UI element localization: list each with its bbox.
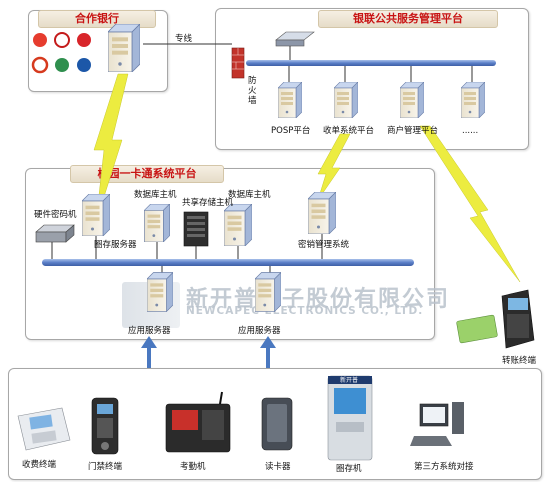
terminal-label-kiosk: 圈存机 xyxy=(336,464,362,474)
campus-bus xyxy=(42,259,414,266)
arrows xyxy=(141,336,276,368)
app-server-1-label: 应用服务器 xyxy=(128,326,171,336)
cache-server-label: 圈存服务器 xyxy=(94,240,137,250)
unionpay-bus xyxy=(246,60,496,66)
unionpay-title: 银联公共服务管理平台 xyxy=(318,10,498,28)
transfer-terminal-icon xyxy=(456,289,535,349)
bank-server-icon xyxy=(108,24,140,72)
unionpay-servers xyxy=(278,66,485,118)
terminal-label-fee: 收费终端 xyxy=(22,460,57,470)
db-host-1-icon xyxy=(144,204,170,242)
firewall-icon xyxy=(231,47,245,79)
cache-server-icon xyxy=(82,194,110,236)
unionpay-server-label-2: 收单系统平台 xyxy=(323,126,375,136)
unionpay-box xyxy=(215,8,529,150)
terminal-label-third-party: 第三方系统对接 xyxy=(414,462,474,472)
fee-terminal-icon xyxy=(17,407,71,451)
hardware-crypto-label: 硬件密码机 xyxy=(34,210,77,220)
access-control-icon xyxy=(91,397,119,455)
app-server-2-label: 应用服务器 xyxy=(238,326,281,336)
transfer-terminal-label: 转账终端 xyxy=(502,356,537,366)
terminal-label-attendance: 考勤机 xyxy=(180,462,206,472)
lightning-bank-campus xyxy=(93,73,129,223)
computer-icon xyxy=(410,402,464,446)
cash-kiosk-icon xyxy=(327,375,373,461)
dedicated-line-label: 专线 xyxy=(175,34,193,44)
unionpay-server-label-1: POSP平台 xyxy=(271,126,311,136)
terminal-label-reader: 读卡器 xyxy=(265,462,291,472)
app-server-1-icon xyxy=(147,272,173,312)
lightning-unionpay-campus xyxy=(317,133,351,201)
kiosk-brand-text: 新开普 xyxy=(340,377,359,384)
db-host-1-label: 数据库主机 xyxy=(134,190,177,200)
db-host-2-label: 数据库主机 xyxy=(228,190,271,200)
app-server-2-icon xyxy=(255,272,281,312)
bank-title: 合作银行 xyxy=(38,10,156,28)
unionpay-server-label-4: ...... xyxy=(462,126,479,136)
unionpay-server-label-3: 商户管理平台 xyxy=(387,126,439,136)
shared-storage-icon xyxy=(183,211,209,259)
hardware-crypto-icon xyxy=(35,224,75,259)
db-host-2-icon xyxy=(224,204,252,246)
attendance-machine-icon xyxy=(165,391,231,453)
lightning-unionpay-terminal xyxy=(419,125,521,283)
watermark-company-en: NEWCAPEC ELECTRONICS CO., LTD. xyxy=(186,305,424,317)
firewall-label: 防火墙 xyxy=(248,76,257,106)
key-mgmt-server-icon xyxy=(308,192,336,234)
terminal-label-access: 门禁终端 xyxy=(88,462,123,472)
watermark-company-cn: 新开普电子股份有限公司 xyxy=(186,287,451,312)
card-reader-icon xyxy=(261,397,293,451)
router-icon xyxy=(275,31,315,60)
key-mgmt-label: 密销管理系统 xyxy=(298,240,350,250)
shared-storage-label: 共享存储主机 xyxy=(182,198,234,208)
bank-logos-icon xyxy=(31,32,91,74)
